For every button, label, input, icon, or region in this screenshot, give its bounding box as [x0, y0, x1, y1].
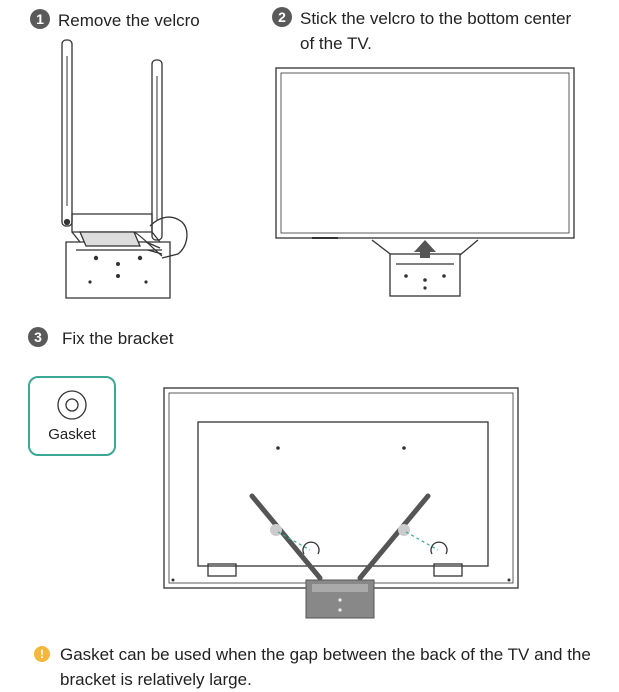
step-2: 2 Stick the velcro to the bottom center …	[272, 6, 572, 56]
step-1: 1 Remove the velcro	[30, 8, 200, 33]
gasket-icon	[57, 390, 87, 420]
step-3: 3 Fix the bracket	[28, 326, 174, 351]
arrow-up-icon	[414, 240, 436, 258]
gasket-callout: Gasket	[28, 376, 116, 456]
bracket-velcro-illustration	[61, 39, 188, 299]
step-1-text: Remove the velcro	[58, 11, 200, 30]
tv-back-bracket-illustration	[163, 387, 519, 619]
step-3-number: 3	[28, 327, 48, 347]
note-text: Gasket can be used when the gap between …	[60, 645, 591, 689]
step-1-number: 1	[30, 9, 50, 29]
step-2-text: Stick the velcro to the bottom center of…	[300, 9, 572, 53]
note: ! Gasket can be used when the gap betwee…	[34, 642, 604, 692]
tv-front-illustration	[275, 67, 575, 297]
gasket-label: Gasket	[48, 426, 96, 443]
info-icon: !	[34, 646, 50, 662]
step-3-text: Fix the bracket	[62, 329, 174, 348]
step-2-number: 2	[272, 7, 292, 27]
